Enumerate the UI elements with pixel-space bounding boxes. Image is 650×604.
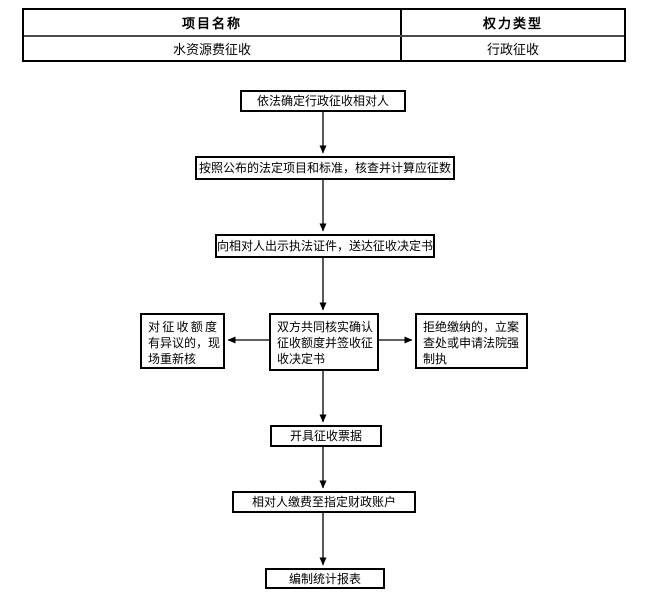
flow-step-determine-counterpart: 依法确定行政征收相对人	[240, 90, 406, 112]
flow-step-pay-to-treasury: 相对人缴费至指定财政账户	[232, 491, 416, 513]
flow-branch-refusal-enforcement: 拒绝缴纳的，立案 查处或申请法院强 制执	[415, 313, 528, 369]
confirm-line: 双方共同核实确认	[277, 320, 374, 334]
flow-step-issue-receipt: 开具征收票据	[270, 425, 382, 447]
flow-step-joint-confirm-sign: 双方共同核实确认 征收额度并签收征 收决定书	[269, 313, 379, 371]
power-type-value: 行政征收	[400, 37, 624, 60]
branch-left-line: 对征收额度	[148, 320, 217, 334]
flow-step-compile-report: 编制统计报表	[265, 568, 385, 589]
branch-right-line: 拒绝缴纳的，立案	[423, 320, 520, 334]
project-name-header: 项目名称	[181, 16, 242, 31]
confirm-line: 征收额度并签收征	[277, 336, 374, 350]
flow-step-verify-calculate: 按照公布的法定项目和标准，核查并计算应征数	[195, 156, 455, 180]
power-type-header: 权力类型	[400, 10, 624, 35]
table-header-row: 项目名称 权力类型	[24, 10, 624, 37]
branch-right-line: 制执	[423, 352, 448, 366]
confirm-line: 收决定书	[277, 352, 326, 366]
branch-left-line: 场重新核	[148, 352, 197, 366]
header-table: 项目名称 权力类型 水资源费征收 行政征收	[22, 8, 626, 62]
flow-branch-objection-recheck: 对征收额度 有异议的，现 场重新核	[140, 313, 225, 369]
flow-step-show-credentials: 向相对人出示执法证件，送达征收决定书	[215, 234, 435, 258]
project-name-value: 水资源费征收	[172, 42, 251, 57]
table-value-row: 水资源费征收 行政征收	[24, 37, 624, 60]
branch-left-line: 有异议的，现	[148, 336, 221, 350]
branch-right-line: 查处或申请法院强	[423, 336, 520, 350]
